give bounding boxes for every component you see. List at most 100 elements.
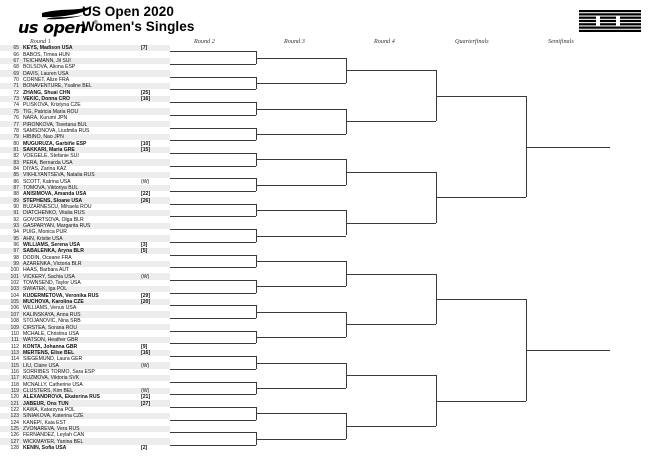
player-name[interactable]: JABEUR, Ons TUN (23, 400, 69, 407)
player-name[interactable]: DIYAS, Zarina KAZ (23, 165, 67, 172)
player-name[interactable]: CIRSTEA, Sorana ROU (23, 324, 78, 331)
player-name[interactable]: KANEPI, Kaia EST (23, 419, 67, 426)
player-name[interactable]: KALINSKAYA, Anna RUS (23, 311, 81, 318)
player-name[interactable]: KUZMOVA, Viktoria SVK (23, 375, 80, 382)
player-name[interactable]: PUIG, Monica PUR (23, 229, 67, 236)
player-name[interactable]: FERNANDEZ, Leylah CAN (23, 432, 85, 439)
player-name[interactable]: MCNALLY, Catherine USA (23, 381, 83, 388)
player-name[interactable]: VIKHLYANTSEVA, Natalia RUS (23, 172, 95, 179)
player-name[interactable]: BABOS, Timea HUN (23, 51, 70, 58)
player-name[interactable]: MERTENS, Elise BEL (23, 349, 75, 356)
player-name[interactable]: BOLSOVA, Aliona ESP (23, 64, 76, 71)
player-name[interactable]: VEKIC, Donna CRO (23, 96, 70, 103)
player-name[interactable]: DODIN, Oceane FRA (23, 254, 72, 261)
player-name[interactable]: PLISKOVA, Kristyna CZE (23, 102, 81, 109)
player-name[interactable]: KENIN, Sofia USA (23, 445, 67, 452)
player-name[interactable]: VOEGELE, Stefanie SUI (23, 153, 79, 160)
player-name[interactable]: BUZARNESCU, Mihaela ROU (23, 203, 92, 210)
player-name[interactable]: PIRONKOVA, Tsvetana BUL (23, 121, 88, 128)
player-name[interactable]: ZVONAREVA, Vera RUS (23, 426, 80, 433)
player-name[interactable]: SORRIBES TORMO, Sara ESP (23, 368, 95, 375)
player-name[interactable]: ANISIMOVA, Amanda USA (23, 191, 87, 198)
player-name[interactable]: SAKKARI, Maria GRE (23, 146, 75, 153)
player-name[interactable]: KUDERMETOVA, Veronika RUS (23, 292, 99, 299)
player-name[interactable]: ALEXANDROVA, Ekaterina RUS (23, 394, 100, 401)
player-name[interactable]: SABALENKA, Aryna BLR (23, 248, 84, 255)
player-name[interactable]: SIEGEMUND, Laura GER (23, 356, 83, 363)
player-name[interactable]: DAVIS, Lauren USA (23, 70, 69, 77)
player-name[interactable]: GASPARYAN, Margarita RUS (23, 223, 91, 230)
player-name[interactable]: SWIATEK, Iga POL (23, 286, 68, 293)
player-name[interactable]: DIATCHENKO, Vitalia RUS (23, 210, 85, 217)
player-name[interactable]: VICKERY, Sachia USA (23, 273, 75, 280)
player-name[interactable]: KEYS, Madison USA (23, 45, 73, 52)
player-name[interactable]: TEICHMANN, Jil SUI (23, 58, 71, 65)
player-name[interactable]: TOWNSEND, Taylor USA (23, 280, 81, 287)
player-name[interactable]: WICKMAYER, Yanina BEL (23, 438, 84, 445)
player-name[interactable]: WILLIAMS, Venus USA (23, 305, 77, 312)
player-name[interactable]: ZHANG, Shuai CHN (23, 89, 71, 96)
player-name[interactable]: MUGURUZA, Garbiñe ESP (23, 140, 87, 147)
player-name[interactable]: SAMSONOVA, Liudmila RUS (23, 127, 90, 134)
player-name[interactable]: AHN, Kristie USA (23, 235, 63, 242)
player-name[interactable]: STEPHENS, Sloane USA (23, 197, 83, 204)
player-name[interactable]: CLIJSTERS, Kim BEL (23, 387, 74, 394)
player-name[interactable]: TOMOVA, Viktoriya BUL (23, 184, 79, 191)
player-name[interactable]: SINIAKOVA, Katerina CZE (23, 413, 84, 420)
player-name[interactable]: MCHALE, Christina USA (23, 330, 80, 337)
player-name[interactable]: GOVORTSOVA, Olga BLR (23, 216, 84, 223)
player-name[interactable]: WILLIAMS, Serena USA (23, 242, 81, 249)
